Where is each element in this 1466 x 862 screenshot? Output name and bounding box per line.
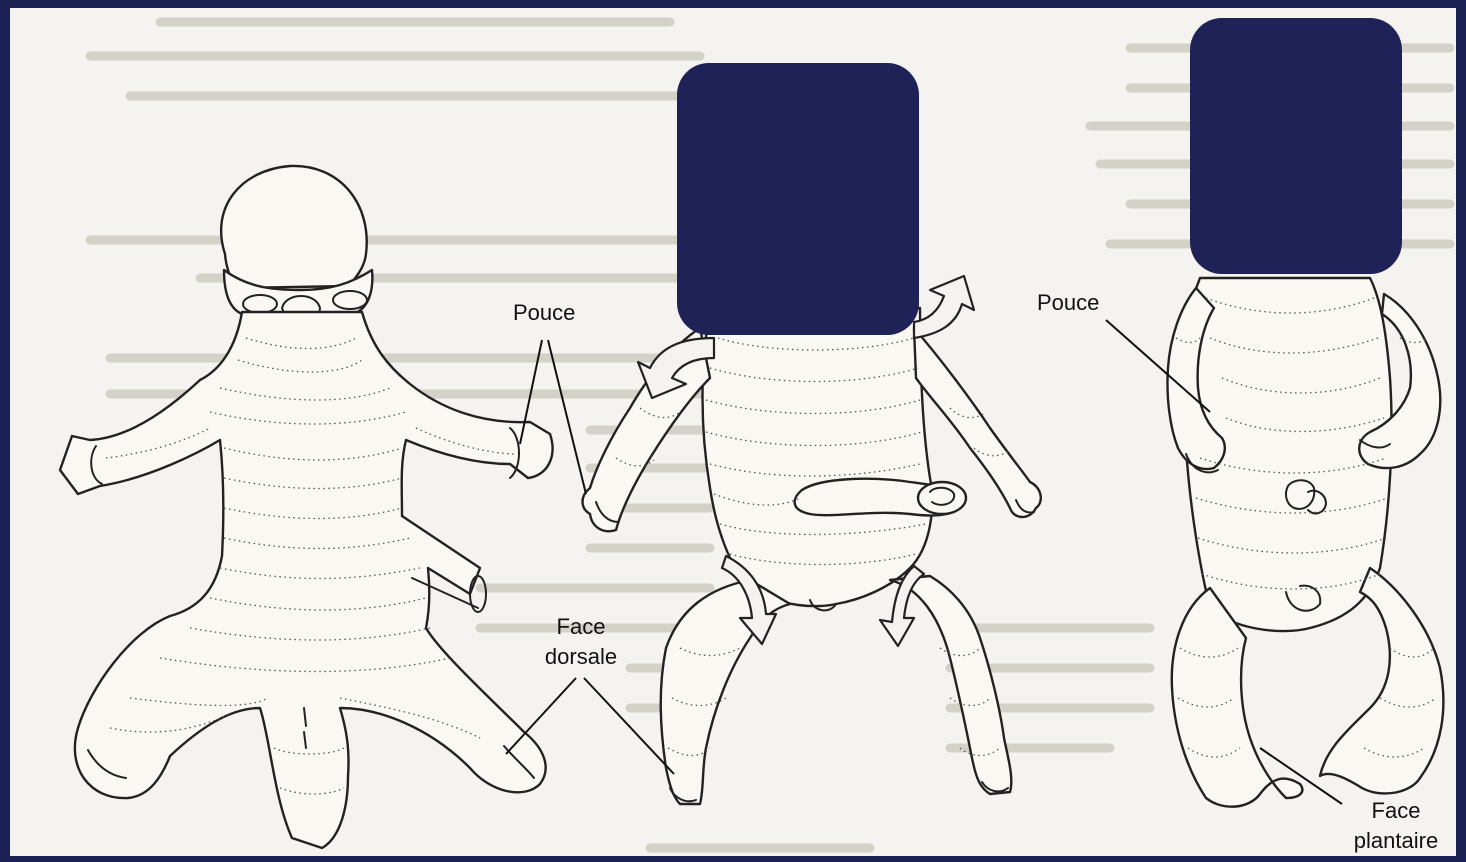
- label-face-plantaire-line2: plantaire: [1346, 826, 1446, 856]
- label-face-dorsale-line1: Face: [531, 612, 631, 642]
- label-pouce-right: Pouce: [1037, 288, 1099, 318]
- label-pouce-left: Pouce: [513, 298, 575, 328]
- face-mask-middle: [677, 63, 919, 335]
- leader-face-dorsale-b: [584, 678, 674, 774]
- face-mask-right: [1190, 18, 1402, 274]
- leader-pouce-right: [1106, 320, 1210, 412]
- leader-pouce-left-a: [520, 340, 542, 444]
- label-face-plantaire: Face plantaire: [1346, 796, 1446, 856]
- label-face-dorsale-line2: dorsale: [531, 642, 631, 672]
- label-face-dorsale: Face dorsale: [531, 612, 631, 672]
- leader-face-dorsale-a: [506, 678, 576, 754]
- leader-face-plantaire: [1260, 748, 1342, 804]
- leader-pouce-left-b: [548, 340, 586, 494]
- slide-page: Pouce Pouce Face dorsale Face plantaire: [10, 8, 1456, 856]
- label-face-plantaire-line1: Face: [1346, 796, 1446, 826]
